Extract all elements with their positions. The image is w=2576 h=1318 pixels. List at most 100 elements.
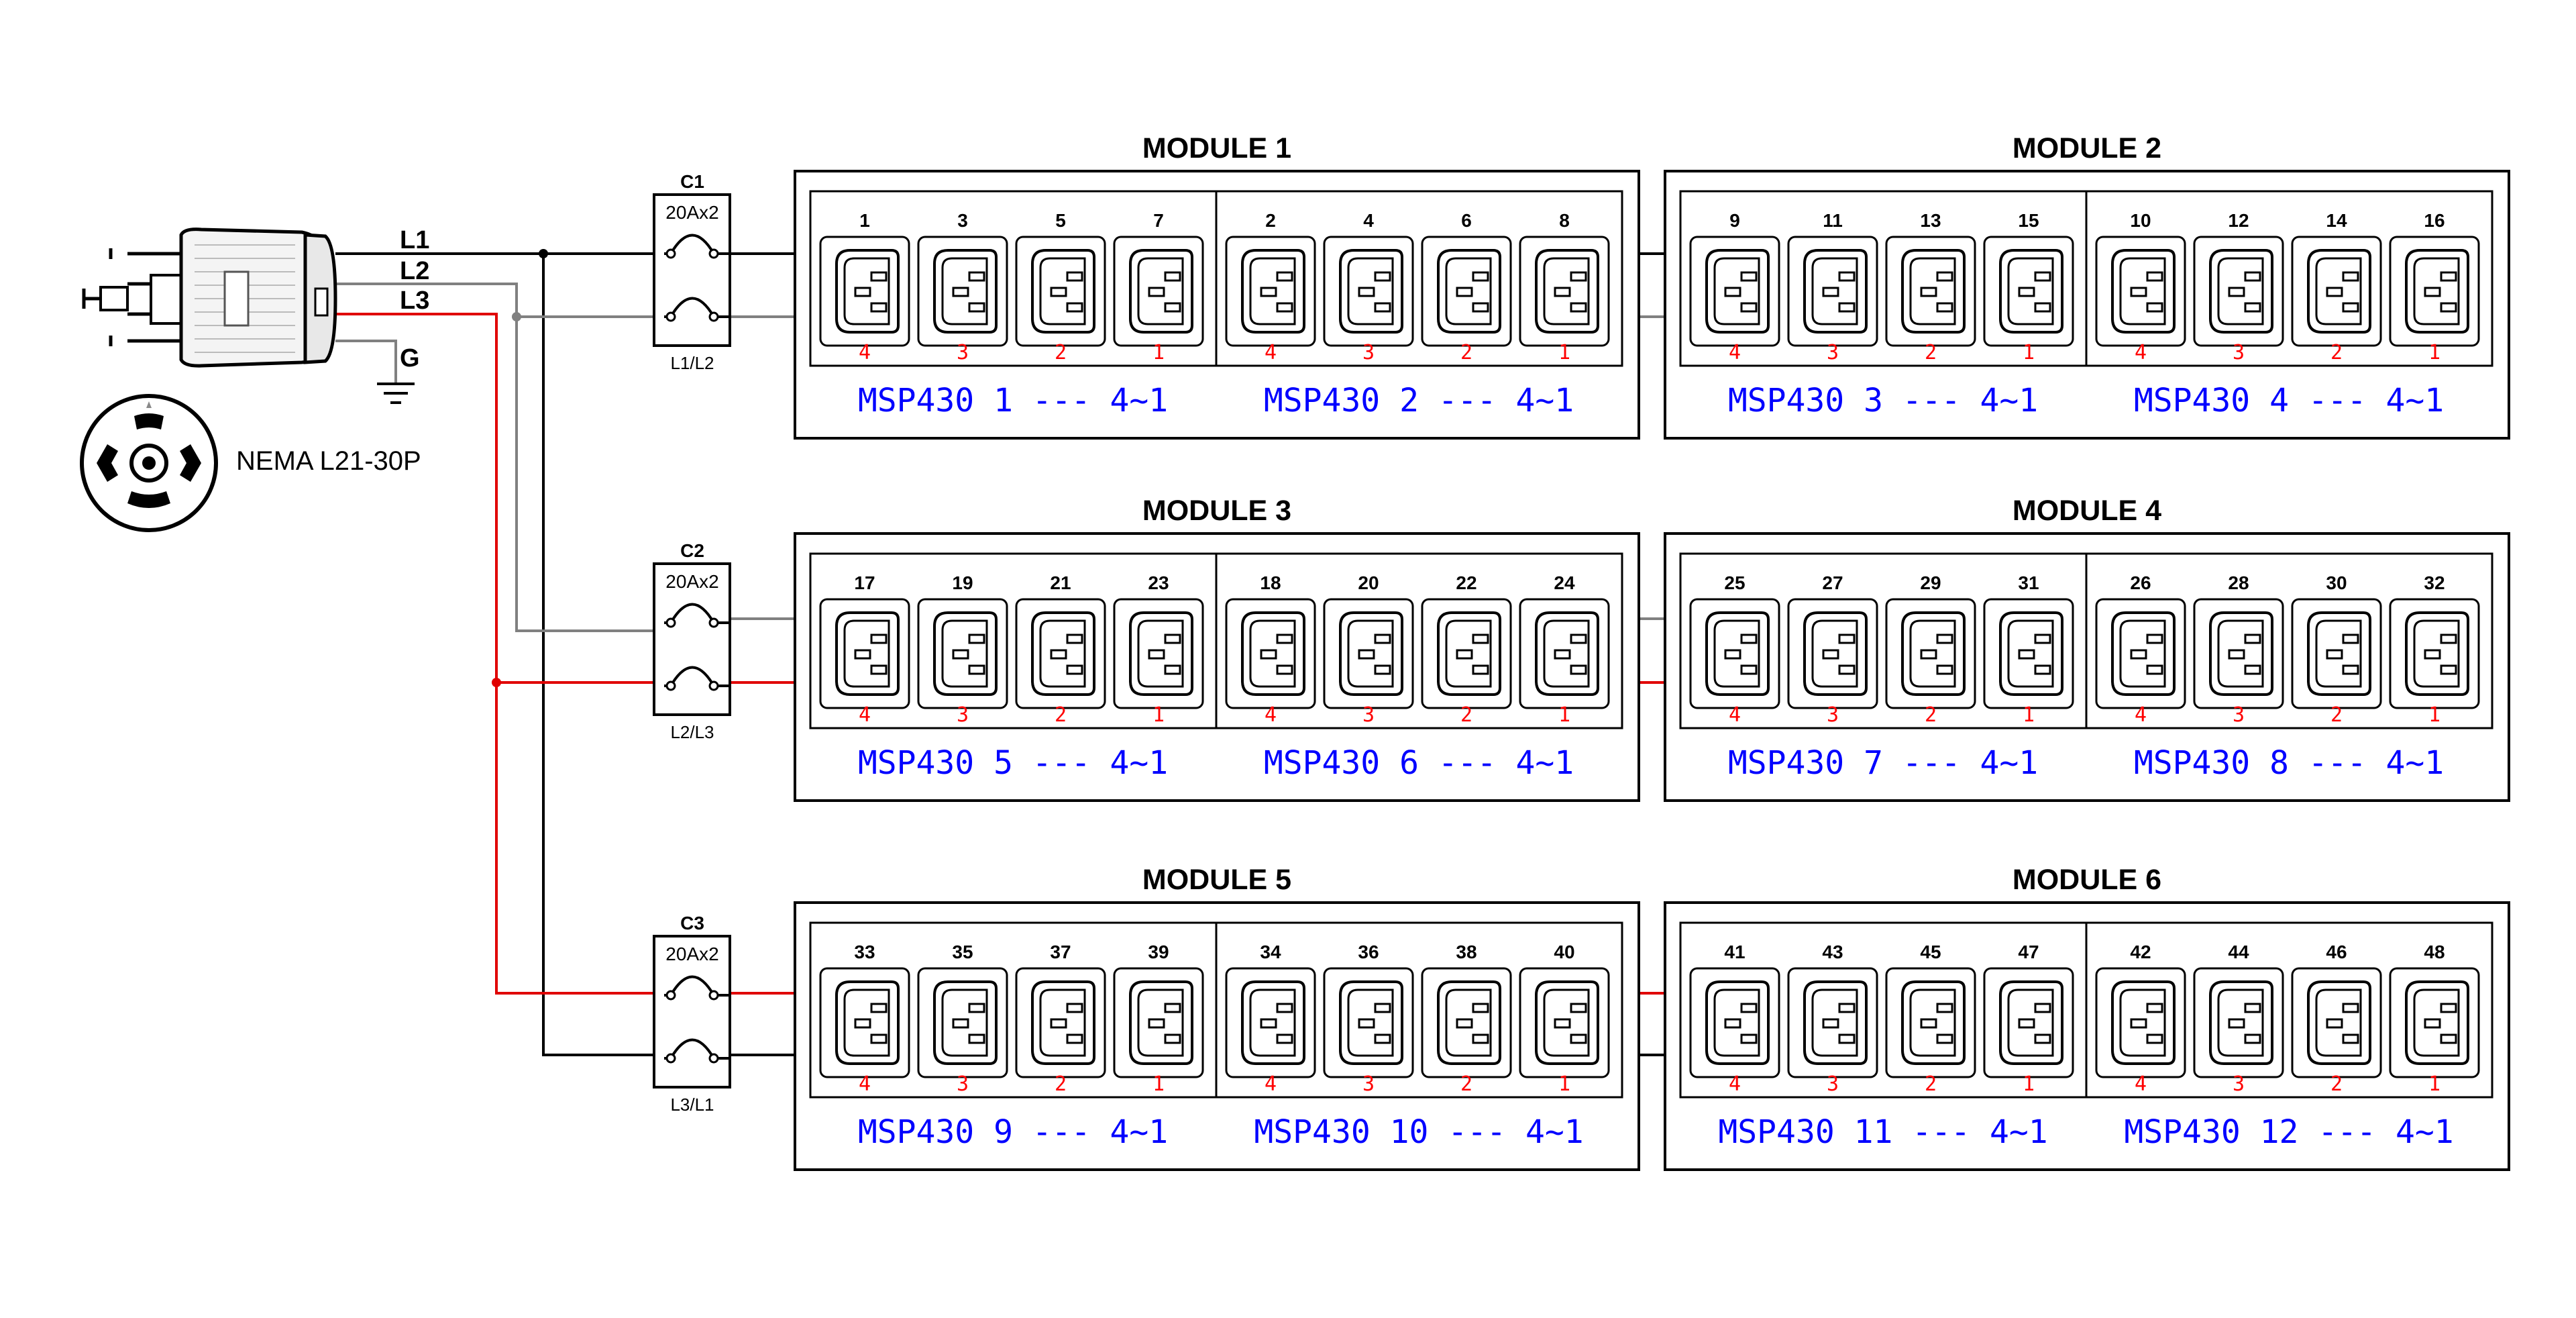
outlet-number: 32 — [2424, 572, 2445, 593]
msp430-label: MSP430 8 --- 4~1 — [2134, 744, 2444, 782]
line-label-l1: L1 — [400, 226, 429, 254]
outlet-number: 10 — [2130, 210, 2151, 231]
plug-number: 3 — [957, 703, 969, 727]
msp430-label: MSP430 9 --- 4~1 — [858, 1113, 1168, 1151]
outlet-number: 33 — [854, 942, 875, 962]
plug-number: 1 — [2023, 1072, 2035, 1096]
plug-number: 1 — [2428, 703, 2440, 727]
outlet-number: 5 — [1055, 210, 1066, 231]
plug-number: 2 — [1460, 1072, 1472, 1096]
msp430-label: MSP430 7 --- 4~1 — [1728, 744, 2038, 782]
module-title: MODULE 3 — [1142, 495, 1291, 527]
outlet-number: 15 — [2018, 210, 2039, 231]
c13-outlet-icon — [1519, 967, 1610, 1078]
breaker-switch-icon — [664, 234, 730, 259]
msp430-label: MSP430 5 --- 4~1 — [858, 744, 1168, 782]
c13-outlet-icon — [1689, 967, 1780, 1078]
plug-number: 1 — [1558, 1072, 1570, 1096]
c13-outlet-icon — [1983, 598, 2074, 709]
plug-number: 1 — [1152, 1072, 1165, 1096]
c13-outlet-icon — [2389, 598, 2480, 709]
msp430-label: MSP430 2 --- 4~1 — [1264, 382, 1574, 419]
plug-number: 4 — [2135, 1072, 2147, 1096]
c13-outlet-icon — [1689, 236, 1780, 347]
outlet-number: 48 — [2424, 942, 2445, 962]
ground-label: G — [400, 344, 420, 372]
outlet-number: 3 — [957, 210, 968, 231]
outlet-number: 37 — [1050, 942, 1071, 962]
plug-number: 3 — [2233, 703, 2245, 727]
c13-outlet-icon — [1323, 236, 1414, 347]
plug-number: 3 — [2233, 1072, 2245, 1096]
breaker-switch-icon — [664, 603, 730, 628]
plug-number: 2 — [1055, 703, 1067, 727]
outlet-number: 29 — [1920, 572, 1941, 593]
plug-number: 4 — [859, 703, 871, 727]
outlet-number: 44 — [2228, 942, 2249, 962]
c13-outlet-icon — [1983, 967, 2074, 1078]
plug-number: 4 — [1265, 703, 1277, 727]
breaker-box — [653, 193, 731, 347]
plug-number: 3 — [1827, 341, 1839, 364]
c13-outlet-icon — [1519, 236, 1610, 347]
breaker-switch-icon — [664, 975, 730, 1001]
c13-outlet-icon — [1885, 598, 1976, 709]
c13-outlet-icon — [1323, 598, 1414, 709]
plug-number: 2 — [1460, 341, 1472, 364]
c13-outlet-icon — [819, 598, 910, 709]
breaker-name: C1 — [680, 171, 704, 192]
plug-number: 3 — [1827, 703, 1839, 727]
outlet-number: 30 — [2326, 572, 2347, 593]
wire-l1 — [335, 252, 654, 1056]
outlet-number: 39 — [1148, 942, 1169, 962]
c13-outlet-icon — [917, 236, 1008, 347]
c13-outlet-icon — [1225, 598, 1316, 709]
outlet-number: 2 — [1265, 210, 1276, 231]
plug-number: 2 — [1055, 1072, 1067, 1096]
outlet-number: 35 — [952, 942, 973, 962]
outlet-number: 19 — [952, 572, 973, 593]
breaker-phases: L3/L1 — [670, 1095, 714, 1115]
plug-number: 4 — [1265, 1072, 1277, 1096]
plug-number: 3 — [1362, 703, 1375, 727]
c13-outlet-icon — [2389, 236, 2480, 347]
msp430-label: MSP430 4 --- 4~1 — [2134, 382, 2444, 419]
plug-number: 3 — [1362, 341, 1375, 364]
c13-outlet-icon — [2193, 236, 2284, 347]
msp430-label: MSP430 6 --- 4~1 — [1264, 744, 1574, 782]
plug-number: 3 — [957, 341, 969, 364]
outlet-number: 23 — [1148, 572, 1169, 593]
outlet-number: 36 — [1358, 942, 1379, 962]
breaker-switch-icon — [664, 666, 730, 691]
c13-outlet-icon — [2095, 967, 2186, 1078]
junction-dot — [539, 249, 548, 258]
c13-outlet-icon — [1885, 967, 1976, 1078]
outlet-number: 21 — [1050, 572, 1071, 593]
outlet-number: 41 — [1724, 942, 1745, 962]
plug-number: 3 — [2233, 341, 2245, 364]
c13-outlet-icon — [1421, 236, 1512, 347]
c13-outlet-icon — [2193, 598, 2284, 709]
module-title: MODULE 6 — [2012, 864, 2161, 896]
outlet-number: 28 — [2228, 572, 2249, 593]
breaker-box — [653, 562, 731, 716]
outlet-number: 18 — [1260, 572, 1281, 593]
outlet-number: 8 — [1559, 210, 1570, 231]
plug-number: 3 — [957, 1072, 969, 1096]
c13-outlet-icon — [819, 236, 910, 347]
plug-number: 1 — [2428, 341, 2440, 364]
plug-number: 4 — [1729, 341, 1741, 364]
outlet-number: 1 — [859, 210, 870, 231]
breaker-box — [653, 935, 731, 1088]
module-title: MODULE 2 — [2012, 132, 2161, 164]
